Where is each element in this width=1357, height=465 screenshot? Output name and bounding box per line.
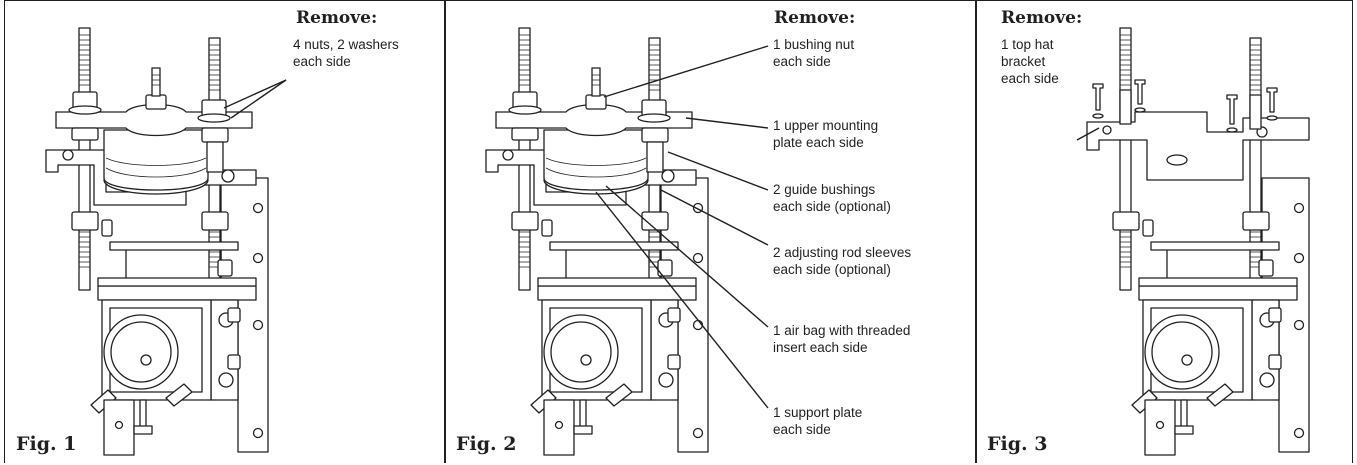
figure-2-remove-heading: Remove:	[774, 8, 856, 28]
figure-1-callout-nuts-washers: 4 nuts, 2 washers each side	[293, 37, 399, 69]
divider-2	[975, 0, 977, 463]
figure-2-callout-air-bag: 1 air bag with threaded insert each side	[773, 323, 911, 355]
figure-1-label: Fig. 1	[16, 433, 77, 455]
figure-2-callout-adjusting-rod-sleeves: 2 adjusting rod sleeves each side (optio…	[773, 245, 912, 277]
figure-2-callout-upper-mounting-plate: 1 upper mounting plate each side	[773, 118, 879, 150]
figure-3-remove-heading: Remove:	[1001, 8, 1083, 28]
divider-1	[444, 0, 446, 463]
figure-3-label: Fig. 3	[987, 433, 1048, 455]
figure-3-panel: Remove: 1 top hat bracket each side Fig.…	[977, 0, 1351, 463]
figure-2-callout-guide-bushings: 2 guide bushings each side (optional)	[773, 182, 891, 214]
figure-2-callout-bushing-nut: 1 bushing nut each side	[773, 37, 855, 69]
figure-2-label: Fig. 2	[456, 433, 517, 455]
figure-2-panel: Remove: 1 bushing nut each side 1 upper …	[446, 0, 975, 463]
figure-2-callout-support-plate: 1 support plate each side	[773, 405, 863, 437]
figure-1-illustration	[45, 27, 287, 456]
figure-1-panel: Remove: 4 nuts, 2 washers each side Fig.…	[6, 0, 444, 463]
figure-3-callout-top-hat-bracket: 1 top hat bracket each side	[1001, 37, 1059, 86]
instruction-sheet	[4, 0, 1353, 463]
figure-2-illustration	[485, 27, 769, 456]
figure-1-remove-heading: Remove:	[296, 8, 378, 28]
figure-3-illustration	[1076, 27, 1310, 456]
